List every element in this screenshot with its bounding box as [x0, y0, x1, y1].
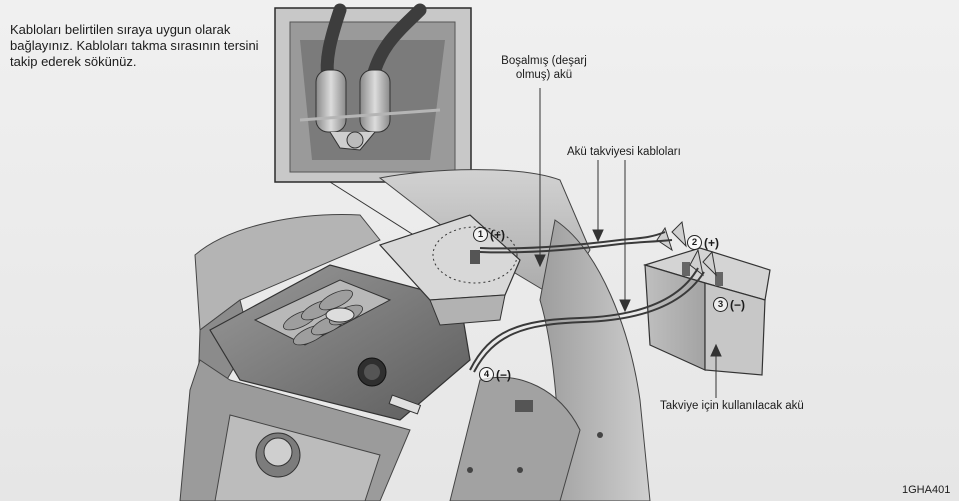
figure-code: 1GHA401	[902, 483, 950, 498]
step-2-polarity: (+)	[704, 236, 719, 250]
step-3-marker: 3 (−)	[713, 297, 745, 312]
discharged-battery-label: Boşalmış (deşarj olmuş) akü	[484, 54, 604, 82]
step-4-marker: 4 (−)	[479, 367, 511, 382]
step-4-polarity: (−)	[496, 368, 511, 382]
step-2-marker: 2 (+)	[687, 235, 719, 250]
step-1-polarity: (+)	[490, 228, 505, 242]
step-2-number: 2	[687, 235, 702, 250]
instruction-text: Kabloları belirtilen sıraya uygun olarak…	[10, 22, 260, 70]
step-3-number: 3	[713, 297, 728, 312]
booster-battery-label: Takviye için kullanılacak akü	[660, 399, 804, 414]
step-4-number: 4	[479, 367, 494, 382]
step-3-polarity: (−)	[730, 298, 745, 312]
step-1-number: 1	[473, 227, 488, 242]
step-1-marker: 1 (+)	[473, 227, 505, 242]
clamp-detail-inset	[275, 8, 471, 182]
jumper-cables-label: Akü takviyesi kabloları	[567, 145, 681, 160]
